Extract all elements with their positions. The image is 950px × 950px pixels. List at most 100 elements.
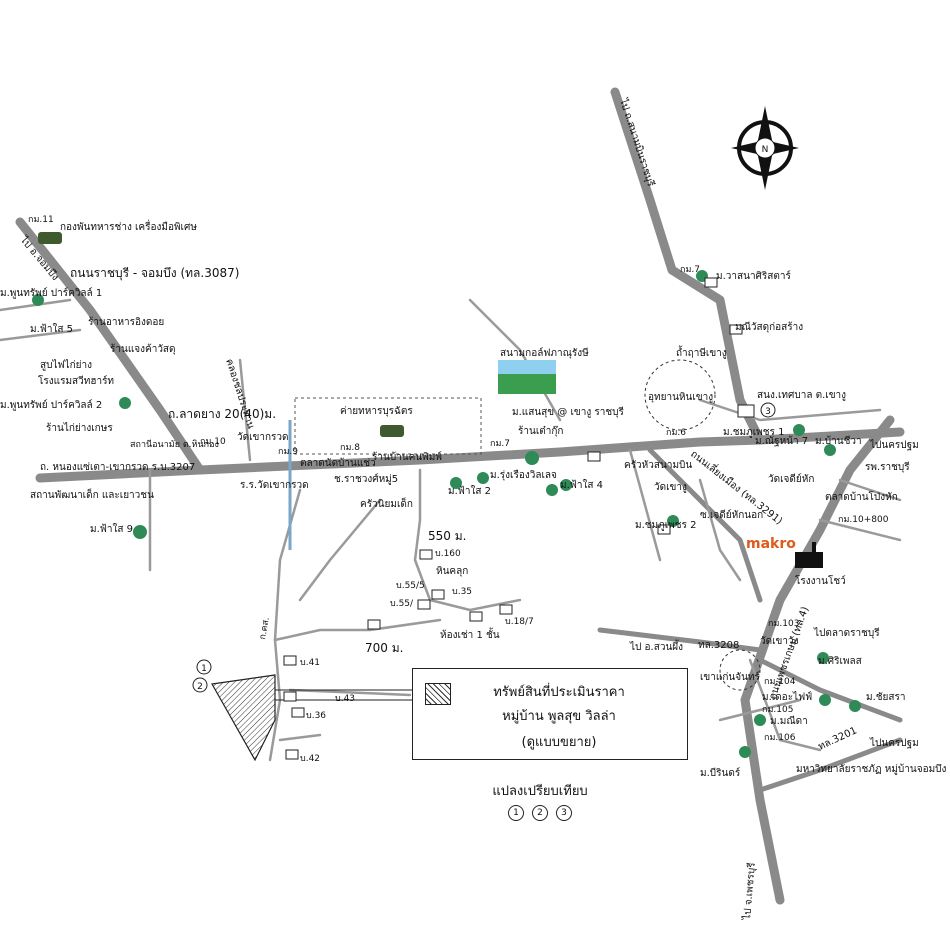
label-lat-yang: ถ.ลาดยาง 20(40)ม. bbox=[168, 407, 276, 421]
subject-property-shape bbox=[211, 674, 276, 762]
label-municipal: สนง.เทศบาล ต.เขางู bbox=[757, 390, 846, 401]
svg-text:3: 3 bbox=[765, 407, 771, 417]
legend-box: ทรัพย์สินที่ประเมินราคา หมู่บ้าน พูลสุข … bbox=[412, 668, 688, 760]
makro-logo: makro bbox=[746, 536, 796, 552]
tree-icons bbox=[32, 270, 861, 758]
compare-marker-2: 2 bbox=[192, 677, 208, 693]
label-shop-bann: ร้านบ้านคนพิมพ์ bbox=[372, 451, 442, 463]
label-km105: กม.105 bbox=[762, 705, 793, 715]
compass-icon: N bbox=[731, 106, 799, 190]
road-route-4 bbox=[740, 415, 895, 905]
label-ko-so: ก.คส. bbox=[258, 616, 272, 640]
label-saen-suk: ม.แสนสุข @ เขางู ราชบุรี bbox=[512, 406, 625, 418]
label-room: ห้องเช่า 1 ชั้น bbox=[440, 627, 500, 641]
label-rachawong: ช.ราชวงศ์หมู่5 bbox=[334, 473, 398, 485]
label-fa-sai2: ม.ฟ้าใส 2 bbox=[448, 485, 491, 497]
svg-text:2: 2 bbox=[197, 682, 203, 692]
label-b160: บ.160 bbox=[435, 549, 461, 559]
label-ban-chiwa: ม.บ้านชีวา bbox=[815, 435, 862, 447]
road-minor-11 bbox=[818, 518, 902, 542]
label-rin-chan: ม.ณัฐหน้า 7 bbox=[755, 435, 808, 447]
label-km8: กม.8 bbox=[340, 443, 360, 453]
road-minor-5 bbox=[288, 688, 412, 697]
label-km7: กม.7 bbox=[490, 439, 510, 449]
compare-num-2: 2 bbox=[532, 805, 548, 821]
label-mountain-hin: อุทยานหินเขางู bbox=[648, 392, 713, 403]
label-khao-kaeo: เขาแก่นจันทร์ bbox=[700, 671, 760, 683]
label-wat-khao-kruat: วัดเขากรวด bbox=[237, 432, 289, 443]
label-km10: กม.10 bbox=[200, 437, 226, 447]
mountain-circle bbox=[644, 359, 716, 431]
legend-line-3: (ดูแบบขยาย) bbox=[521, 735, 597, 750]
label-hospital: รพ.ราชบุรี bbox=[865, 461, 910, 473]
road-minor-10 bbox=[698, 478, 742, 582]
label-wat-chaeng: วัดเจดีย์หัก bbox=[768, 473, 814, 485]
legend-hatch-swatch bbox=[425, 683, 451, 705]
label-wasana: ม.วาสนาศิริสตาร์ bbox=[716, 270, 791, 282]
label-to-north: ไป ถ.สนามบินราชบุรี bbox=[617, 96, 657, 188]
label-army-unit: กองพันทหารช่าง เครื่องมือพิเศษ bbox=[60, 219, 197, 233]
road-minor-3 bbox=[273, 618, 442, 642]
label-wat-khao-ngu: วัดเขางู bbox=[654, 482, 687, 493]
label-nong-khae: ถ. หนองแซ่เตา-เขากรวด ร.บ.3207 bbox=[40, 462, 195, 473]
road-route-3291 bbox=[647, 447, 763, 603]
label-hin-kluk: หินคลุก bbox=[436, 566, 468, 577]
label-km11: กม.11 bbox=[28, 215, 54, 225]
label-fa-sai9: ม.ฟ้าใส 9 bbox=[90, 523, 133, 535]
legend-line-1: ทรัพย์สินที่ประเมินราคา bbox=[493, 685, 625, 700]
tank-icon bbox=[38, 232, 62, 244]
compare-num-1: 1 bbox=[508, 805, 524, 821]
road-minor-6 bbox=[278, 733, 322, 742]
label-restaurant: ร้านอาหารอิงดอย bbox=[88, 316, 164, 328]
road-minor-4 bbox=[298, 498, 382, 602]
label-chaisak: ม.ชัยสรา bbox=[866, 692, 906, 703]
svg-text:1: 1 bbox=[201, 664, 207, 674]
label-km104: กม.104 bbox=[764, 677, 796, 687]
label-khrua-fort: ม.เดอะไฟฟ์ bbox=[762, 691, 812, 703]
label-school-khao-kruat: ร.ร.วัดเขากรวด bbox=[240, 480, 309, 491]
khao-kaeo-circle bbox=[719, 649, 761, 691]
label-chom-phu2: ม.ชมภูเพชร 2 bbox=[635, 520, 696, 531]
label-km6: กม.6 bbox=[666, 428, 686, 438]
label-b41: บ.41 bbox=[300, 658, 320, 668]
label-restaurant2: ร้านเต๋ากุ๊ก bbox=[518, 425, 563, 437]
label-km106: กม.106 bbox=[764, 733, 796, 743]
label-b43: บ.43 bbox=[335, 694, 355, 704]
road-route-3087 bbox=[15, 217, 205, 475]
camp-boundary bbox=[294, 397, 482, 455]
label-soi-chedi: ซ.เจดีย์หักนอก bbox=[700, 509, 763, 521]
label-camp: ค่ายทหารบุรฉัตร bbox=[340, 406, 413, 417]
label-b42: บ.42 bbox=[300, 754, 320, 764]
road-minor-13 bbox=[0, 328, 82, 342]
label-pattana: มณีวัสดุก่อสร้าง bbox=[735, 321, 803, 333]
road-minor-1 bbox=[413, 468, 522, 612]
label-fa-sai4: ม.ฟ้าใส 4 bbox=[560, 479, 603, 491]
road-bypass bbox=[757, 657, 903, 723]
label-resort: โรงแรมสวีทฮาร์ท bbox=[38, 374, 114, 387]
label-pool-suk-park: ม.พูนทรัพย์ ปาร์ควิลล์ 1 bbox=[0, 287, 102, 299]
label-km9: กม.9 bbox=[278, 447, 298, 457]
label-rung-rueang: ม.รุ่งเรืองวิลเลจ bbox=[490, 469, 557, 481]
label-to-nakhon-pathom: ไปนครปฐม bbox=[869, 439, 919, 451]
label-kruathai: ครัวนิยมเด็ก bbox=[360, 496, 413, 510]
main-roads bbox=[15, 87, 905, 905]
label-b36: บ.36 bbox=[306, 711, 326, 721]
label-pump: สูบไฟไก่ย่าง bbox=[40, 359, 92, 371]
compare-num-3: 3 bbox=[556, 805, 572, 821]
label-kitchen: ครัวหัวสนามบิน bbox=[624, 460, 692, 471]
compare-legend: แปลงเปรียบเทียบ 1 2 3 bbox=[470, 780, 610, 821]
label-factory: โรงงานโชว์ bbox=[795, 574, 846, 587]
label-station: สถานีอนามัย ต.หินกอง bbox=[130, 439, 219, 450]
road-minor-8 bbox=[468, 298, 562, 422]
label-market2: ตลาดบ้านโป่งหัก bbox=[825, 490, 898, 503]
label-to-phetchaburi: ไป จ.เพชรบุรี bbox=[741, 861, 758, 921]
house-icons bbox=[283, 277, 755, 760]
label-to-ratchaburi: ไปตลาดราชบุรี bbox=[813, 627, 880, 639]
road-south-east bbox=[757, 737, 903, 793]
factory-icon bbox=[795, 552, 823, 568]
label-pool-suk-park2: ม.พูนทรัพย์ ปาร์ควิลล์ 2 bbox=[0, 399, 102, 411]
label-km103: กม.103 bbox=[768, 619, 799, 629]
road-minor-12 bbox=[698, 398, 882, 422]
label-route-3201: ทล.3201 bbox=[817, 725, 859, 752]
